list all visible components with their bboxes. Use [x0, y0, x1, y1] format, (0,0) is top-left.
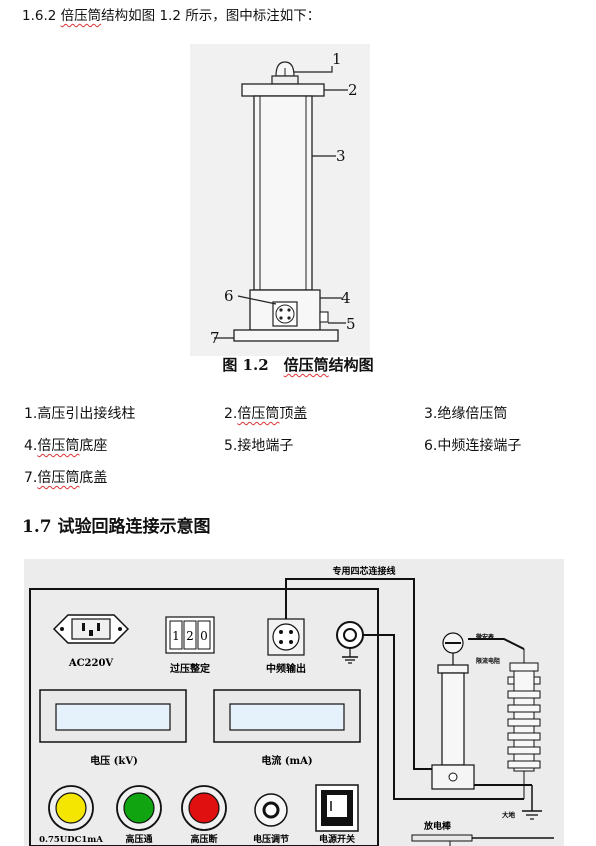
ground-terminal: [319, 311, 329, 323]
microammeter-label: 微安表: [475, 633, 495, 641]
power-switch[interactable]: [315, 784, 359, 832]
intro-term: 倍压筒: [60, 8, 102, 24]
legend-item-2: 2.倍压筒顶盖: [224, 403, 307, 423]
voltage-display: [39, 689, 187, 743]
current-screen: [229, 703, 345, 731]
legend-prefix: 1.: [24, 406, 38, 422]
ac-power-socket: [52, 614, 130, 644]
legend-text: 绝缘倍压筒: [437, 406, 508, 422]
legend-item-5: 5.接地端子: [224, 435, 293, 455]
legend-item-4: 4.倍压筒底座: [24, 435, 107, 455]
callout-4: 4: [341, 289, 351, 307]
insulating-tube: [253, 95, 313, 291]
legend-prefix: 3.: [424, 406, 438, 422]
legend-prefix: 2.: [224, 406, 238, 422]
top-cover: [241, 83, 325, 97]
legend-term: 倍压筒: [37, 470, 80, 486]
hv-off-label: 高压断: [190, 833, 217, 845]
discharge-rod-label: 放电棒: [423, 820, 452, 832]
caption-rest: 结构图: [328, 356, 374, 374]
callout-6: 6: [224, 287, 234, 305]
caption-number: 图 1.2: [222, 356, 269, 374]
overvolt-digit-2: 2: [186, 629, 194, 643]
legend-term: 倍压筒: [237, 406, 280, 422]
voltage-doubler: [431, 664, 475, 790]
current-display: [213, 689, 361, 743]
legend-item-3: 3.绝缘倍压筒: [424, 403, 507, 423]
intro-paragraph: 1.6.2 倍压筒结构如图 1.2 所示，图中标注如下：: [22, 4, 320, 24]
callout-2: 2: [348, 81, 358, 99]
figure-caption: 图 1.2 倍压筒结构图: [0, 354, 596, 375]
legend-prefix: 4.: [24, 438, 38, 454]
overvoltage-setting: 1 2 0: [165, 616, 215, 654]
intro-number: 1.6.2: [22, 8, 57, 24]
hv-on-label: 高压通: [125, 833, 152, 845]
hv-off-button[interactable]: [181, 785, 227, 831]
hv-output-terminal: [336, 621, 364, 664]
legend-prefix: 7.: [24, 470, 38, 486]
legend-item-6: 6.中频连接端子: [424, 435, 521, 455]
callout-numbers: 1 2 3 4 5 6 7: [210, 50, 358, 347]
intro-text: 结构如图 1.2 所示，图中标注如下：: [101, 8, 321, 24]
current-label: 电流 (mA): [261, 754, 312, 767]
four-core-cable: [285, 578, 444, 770]
voltage-label: 电压 (kV): [90, 754, 138, 767]
callout-7: 7: [210, 329, 220, 347]
caption-term: 倍压筒: [283, 356, 329, 374]
discharge-rod: [411, 834, 554, 846]
midfreq-output-socket: [267, 618, 305, 656]
button-075udc-label: 0.75UDC1mA: [39, 835, 103, 845]
legend-item-7: 7.倍压筒底盖: [24, 467, 107, 487]
legend-term: 倍压筒: [37, 438, 80, 454]
hv-lead: [363, 634, 524, 800]
legend-text: 接地端子: [237, 438, 294, 454]
legend-text: 高压引出接线柱: [37, 406, 136, 422]
midfreq-label: 中频输出: [266, 662, 306, 675]
callout-3: 3: [336, 147, 346, 165]
resistor-label: 限流电阻: [476, 657, 500, 665]
legend-item-1: 1.高压引出接线柱: [24, 403, 135, 423]
overvolt-digit-3: 0: [200, 629, 208, 643]
button-075udc[interactable]: [48, 785, 94, 831]
legend-text: 底座: [79, 438, 108, 454]
legend-text: 中频连接端子: [437, 438, 522, 454]
voltage-screen: [55, 703, 171, 731]
test-specimen: [507, 649, 541, 799]
doubler-structure-figure: 1 2 3 4 5 6 7: [190, 44, 370, 356]
power-switch-label: 电源开关: [319, 833, 355, 845]
section-heading: 1.7 试验回路连接示意图: [22, 517, 211, 537]
hv-on-button[interactable]: [116, 785, 162, 831]
ground-label: 大地: [502, 810, 516, 819]
voltage-adjust-label: 电压调节: [253, 833, 289, 845]
legend-prefix: 5.: [224, 438, 238, 454]
callout-1: 1: [332, 50, 342, 68]
legend-text: 底盖: [79, 470, 108, 486]
overvolt-label: 过压整定: [170, 662, 210, 675]
specimen-lead: [468, 638, 525, 650]
ac-label: AC220V: [68, 658, 114, 669]
callout-5: 5: [346, 315, 356, 333]
leader-lines: [214, 66, 348, 339]
cable-label: 专用四芯连接线: [332, 565, 395, 577]
voltage-adjust-knob[interactable]: [254, 793, 288, 827]
hv-terminal: [271, 61, 299, 85]
legend-prefix: 6.: [424, 438, 438, 454]
overvolt-digit-1: 1: [172, 629, 180, 643]
legend-text: 顶盖: [279, 406, 308, 422]
bottom-cover: [233, 329, 339, 342]
midfreq-connector: [272, 301, 298, 327]
microammeter: [442, 632, 464, 665]
earth-ground: [474, 784, 542, 820]
test-circuit-diagram: AC220V 1 2 0 过压整定 中频输出 电压 (kV) 电流 (mA): [24, 559, 564, 846]
